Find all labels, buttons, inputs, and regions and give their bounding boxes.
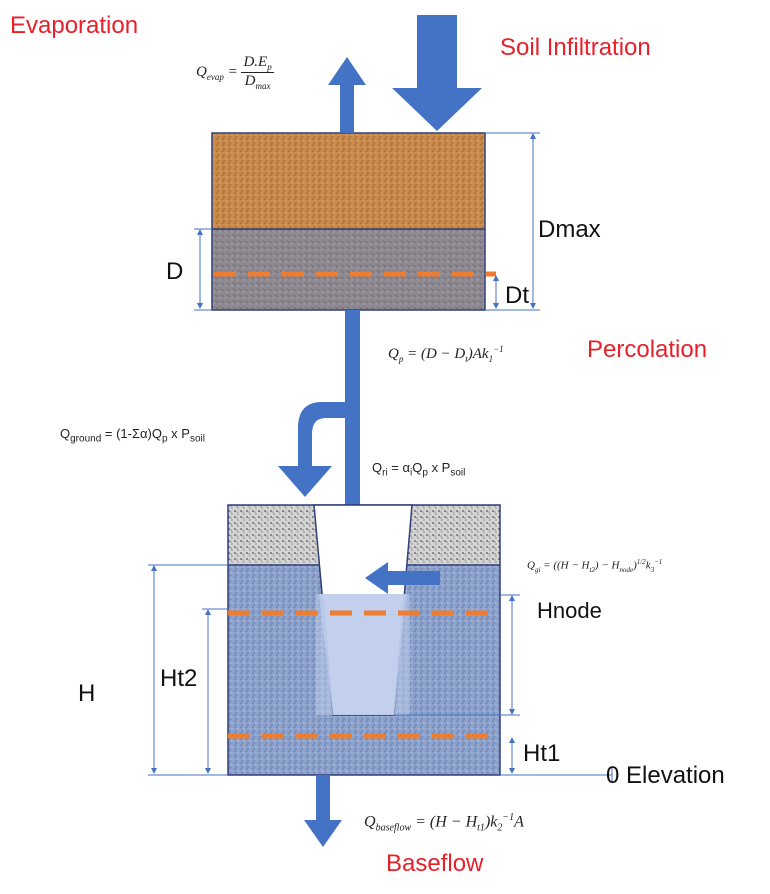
ht1-label: Ht1 [523,740,561,767]
q-gi-equation: Qgi = ((H − Ht2) − Hnode)1/2k3−1 [527,558,663,574]
dmax-label: Dmax [538,216,601,243]
evaporation-label: Evaporation [10,12,139,39]
q-ground-equation: Qground = (1-Σα)Qp x Psoil [60,426,205,445]
ht2-label: Ht2 [160,665,198,692]
evaporation-arrow [328,57,366,133]
h-label: H [78,680,96,707]
elevation-label: 0 Elevation [606,762,725,789]
dt-label: Dt [505,282,529,309]
soil-infiltration-label: Soil Infiltration [500,34,651,61]
q-evap-equation: Qevap = D.Ep Dmax [196,54,274,91]
topsoil-layer [212,133,485,229]
q-percolation-equation: Qp = (D − Dt)Ak1−1 [388,344,504,364]
subsoil-layer [212,229,485,310]
q-baseflow-equation: Qbaseflow = (H − Ht1)k2−1A [364,812,524,834]
q-ri-equation: Qri = αiQp x Psoil [372,460,466,479]
hnode-label: Hnode [537,598,602,623]
baseflow-label: Baseflow [386,850,484,877]
percolation-label: Percolation [587,336,708,363]
lateral-inflow-arrow [365,562,440,594]
d-label: D [166,258,184,285]
well-water [319,594,406,715]
percolation-arrow [340,310,372,560]
baseflow-arrow [304,775,342,847]
infiltration-arrow [392,15,482,131]
ground-split-arrow [278,402,345,497]
